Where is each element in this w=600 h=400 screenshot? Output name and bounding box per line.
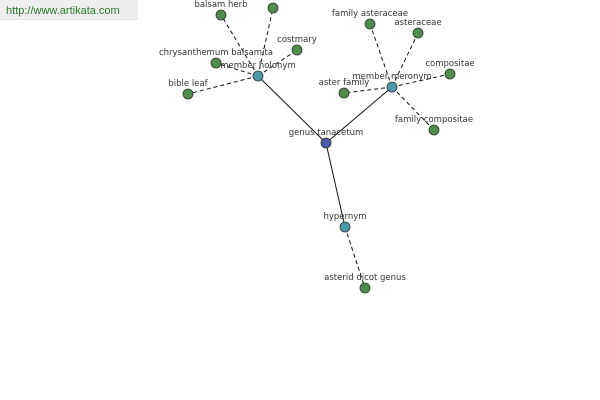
edge-meronym-comp	[391, 73, 451, 88]
node-marker[interactable]	[444, 68, 456, 80]
node-famcomp[interactable]: family compositae	[395, 115, 473, 136]
node-dicot[interactable]: asterid dicot genus	[324, 273, 406, 294]
node-marker[interactable]	[359, 282, 371, 294]
edge-holonym-costmary	[257, 49, 298, 77]
node-marker[interactable]	[320, 137, 332, 149]
edge-genus-hypernym	[325, 142, 346, 228]
graph-nodes: genus tanacetum member holonym member mero…	[159, 0, 475, 294]
source-url-link[interactable]: http://www.artikata.com	[0, 0, 138, 20]
node-unlabeled[interactable]	[267, 2, 279, 14]
edge-meronym-famcomp	[391, 86, 435, 131]
edge-holonym-chrys	[215, 62, 259, 77]
node-label[interactable]: member meronym	[352, 72, 431, 82]
node-hypernym[interactable]: hypernym	[323, 212, 367, 233]
edge-holonym-balsam	[220, 14, 259, 77]
graph-edges	[187, 7, 451, 289]
node-ast[interactable]: asteraceae	[394, 18, 442, 39]
node-marker[interactable]	[364, 18, 376, 30]
node-label[interactable]: asteraceae	[394, 18, 441, 28]
node-label[interactable]: costmary	[277, 35, 317, 45]
node-marker[interactable]	[386, 81, 398, 93]
edge-genus-meronym	[325, 86, 393, 144]
node-meronym[interactable]: member meronym	[352, 72, 432, 93]
node-label[interactable]: aster family	[319, 78, 370, 88]
node-famast[interactable]: family asteraceae	[332, 9, 408, 30]
node-label[interactable]: bible leaf	[168, 79, 208, 89]
node-label[interactable]: compositae	[425, 59, 474, 69]
edge-meronym-asterfam	[343, 86, 393, 94]
node-marker[interactable]	[215, 9, 227, 21]
node-label[interactable]: family compositae	[395, 115, 473, 125]
edge-holonym-bible	[187, 75, 259, 95]
node-label[interactable]: member holonym	[220, 61, 295, 71]
node-asterfam[interactable]: aster family	[319, 78, 370, 99]
edge-genus-holonym	[257, 75, 327, 144]
node-marker[interactable]	[267, 2, 279, 14]
node-label[interactable]: hypernym	[323, 212, 366, 222]
node-label[interactable]: asterid dicot genus	[324, 273, 406, 283]
node-label[interactable]: balsam herb	[194, 0, 247, 10]
node-costmary[interactable]: costmary	[277, 35, 317, 56]
node-chrys[interactable]: chrysanthemum balsamita	[159, 48, 273, 69]
node-marker[interactable]	[291, 44, 303, 56]
node-label[interactable]: family asteraceae	[332, 9, 408, 19]
node-marker[interactable]	[338, 87, 350, 99]
edge-hypernym-dicot	[344, 226, 366, 289]
node-marker[interactable]	[428, 124, 440, 136]
edge-meronym-ast	[391, 32, 419, 88]
node-marker[interactable]	[210, 57, 222, 69]
node-bible[interactable]: bible leaf	[168, 79, 209, 100]
node-marker[interactable]	[182, 88, 194, 100]
node-marker[interactable]	[252, 70, 264, 82]
node-marker[interactable]	[412, 27, 424, 39]
node-comp[interactable]: compositae	[425, 59, 475, 80]
node-label[interactable]: genus tanacetum	[289, 128, 364, 138]
edge-holonym-unlabeled	[257, 7, 274, 77]
node-holonym[interactable]: member holonym	[220, 61, 296, 82]
node-balsam[interactable]: balsam herb	[194, 0, 248, 21]
node-genus[interactable]: genus tanacetum	[289, 128, 364, 149]
node-label[interactable]: chrysanthemum balsamita	[159, 48, 273, 58]
node-marker[interactable]	[339, 221, 351, 233]
